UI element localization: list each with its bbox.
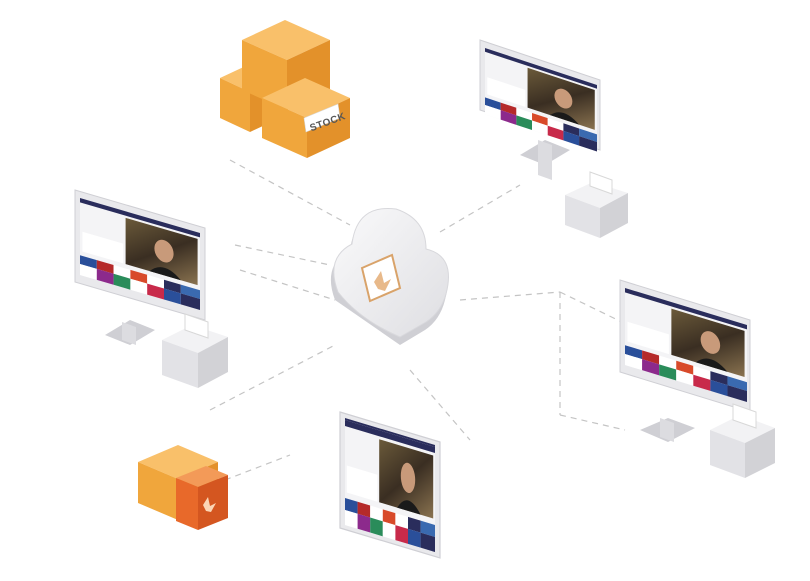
stock-box-icon: STOCK xyxy=(220,20,350,158)
receipt-printer-icon xyxy=(162,313,228,388)
connector-right-terminal-4 xyxy=(559,414,626,431)
brand-logo-icon xyxy=(360,253,402,303)
pos-terminal-right xyxy=(619,279,775,478)
pos-terminal-top-right xyxy=(479,39,628,238)
connector-top-right-terminal xyxy=(439,184,521,233)
tablet-icon xyxy=(339,411,441,559)
connector-right-terminal-2 xyxy=(559,291,629,326)
warehouse-box-icon xyxy=(138,445,228,530)
connector-warehouse xyxy=(209,344,336,411)
connector-left-terminal-2 xyxy=(239,269,336,301)
connector-left-terminal xyxy=(234,244,331,266)
connector-right-terminal xyxy=(459,291,561,301)
connector-warehouse-2 xyxy=(224,454,291,481)
pos-terminal-left xyxy=(74,189,228,388)
cloud-icon xyxy=(330,207,449,345)
connector-stock xyxy=(229,159,351,226)
brand-logo-icon xyxy=(203,497,216,512)
connector-lines xyxy=(209,159,629,481)
connector-tablet xyxy=(409,369,471,441)
receipt-printer-icon xyxy=(710,403,775,478)
receipt-printer-icon xyxy=(565,171,628,238)
